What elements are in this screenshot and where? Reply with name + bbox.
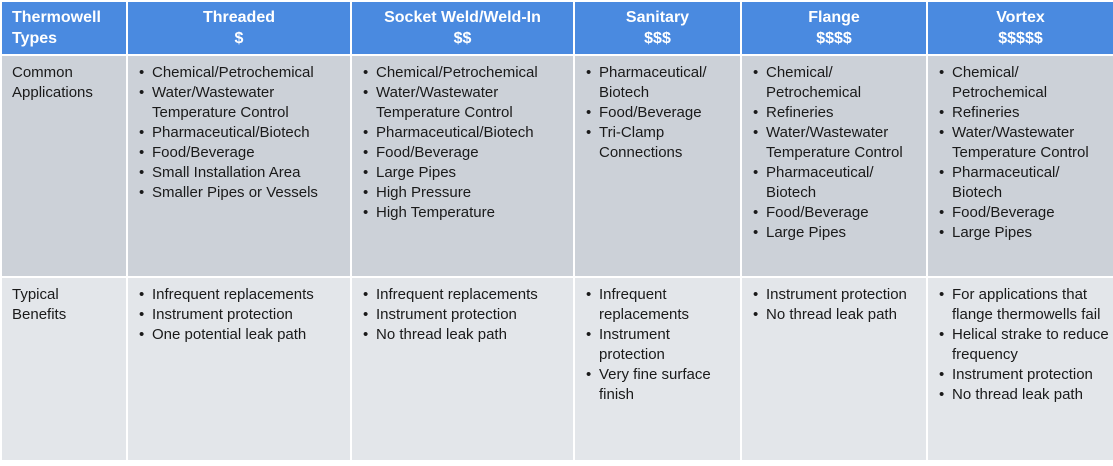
column-cost: $$$$$ (998, 30, 1043, 47)
applications-vortex-cell: Chemical/ PetrochemicalRefineriesWater/W… (928, 56, 1113, 276)
bullet-list: Pharmaceutical/ BiotechFood/BeverageTri-… (583, 63, 736, 163)
column-name: Vortex (996, 9, 1045, 26)
list-item: Instrument protection (583, 325, 736, 365)
bullet-list: Chemical/ PetrochemicalRefineriesWater/W… (750, 63, 922, 243)
bullet-list: Chemical/PetrochemicalWater/Wastewater T… (136, 63, 346, 203)
header-types-line2: Types (12, 30, 58, 47)
list-item: Pharmaceutical/Biotech (360, 123, 569, 143)
list-item: Chemical/Petrochemical (360, 63, 569, 83)
list-item: Refineries (750, 103, 922, 123)
list-item: No thread leak path (936, 385, 1109, 405)
list-item: Instrument protection (360, 305, 569, 325)
list-item: Instrument protection (750, 285, 922, 305)
benefits-sanitary-cell: Infrequent replacementsInstrument protec… (575, 278, 740, 460)
column-cost: $$$ (644, 30, 671, 47)
benefits-socket-weld-cell: Infrequent replacementsInstrument protec… (352, 278, 573, 460)
list-item: Food/Beverage (360, 143, 569, 163)
list-item: Infrequent replacements (583, 285, 736, 325)
list-item: Chemical/Petrochemical (136, 63, 346, 83)
bullet-list: Chemical/ PetrochemicalRefineriesWater/W… (936, 63, 1109, 243)
list-item: Smaller Pipes or Vessels (136, 183, 346, 203)
benefits-vortex-cell: For applications that flange thermowells… (928, 278, 1113, 460)
list-item: Water/Wastewater Temperature Control (360, 83, 569, 123)
list-item: Water/Wastewater Temperature Control (136, 83, 346, 123)
benefits-flange-cell: Instrument protectionNo thread leak path (742, 278, 926, 460)
list-item: Food/Beverage (936, 203, 1109, 223)
list-item: Water/Wastewater Temperature Control (750, 123, 922, 163)
list-item: Pharmaceutical/ Biotech (750, 163, 922, 203)
column-name: Threaded (202, 9, 275, 26)
list-item: Instrument protection (936, 365, 1109, 385)
list-item: Pharmaceutical/ Biotech (936, 163, 1109, 203)
row-label-line1: Typical (12, 286, 59, 303)
list-item: No thread leak path (750, 305, 922, 325)
row-label-line1: Common (12, 64, 73, 81)
list-item: Large Pipes (750, 223, 922, 243)
bullet-list: Instrument protectionNo thread leak path (750, 285, 922, 325)
list-item: Helical strake to reduce frequency (936, 325, 1109, 365)
applications-socket-weld-cell: Chemical/PetrochemicalWater/Wastewater T… (352, 56, 573, 276)
column-name: Flange (808, 9, 860, 26)
column-name: Socket Weld/Weld-In (384, 9, 541, 26)
header-sanitary: Sanitary $$$ (575, 2, 740, 54)
list-item: Refineries (936, 103, 1109, 123)
list-item: Large Pipes (360, 163, 569, 183)
header-flange: Flange $$$$ (742, 2, 926, 54)
list-item: Chemical/ Petrochemical (936, 63, 1109, 103)
column-cost: $ (234, 30, 244, 47)
benefits-threaded-cell: Infrequent replacementsInstrument protec… (128, 278, 350, 460)
applications-flange-cell: Chemical/ PetrochemicalRefineriesWater/W… (742, 56, 926, 276)
row-label-line2: Applications (12, 84, 93, 101)
header-socket-weld: Socket Weld/Weld-In $$ (352, 2, 573, 54)
column-cost: $$ (453, 30, 472, 47)
list-item: Food/Beverage (750, 203, 922, 223)
header-types-line1: Thermowell (12, 9, 101, 26)
list-item: High Pressure (360, 183, 569, 203)
list-item: Pharmaceutical/ Biotech (583, 63, 736, 103)
column-cost: $$$$ (816, 30, 852, 47)
list-item: Chemical/ Petrochemical (750, 63, 922, 103)
list-item: Water/Wastewater Temperature Control (936, 123, 1109, 163)
column-name: Sanitary (625, 9, 690, 26)
header-vortex: Vortex $$$$$ (928, 2, 1113, 54)
list-item: Food/Beverage (583, 103, 736, 123)
header-threaded: Threaded $ (128, 2, 350, 54)
list-item: Infrequent replacements (136, 285, 346, 305)
list-item: Tri-Clamp Connections (583, 123, 736, 163)
list-item: Very fine surface finish (583, 365, 736, 405)
list-item: For applications that flange thermowells… (936, 285, 1109, 325)
bullet-list: Infrequent replacementsInstrument protec… (360, 285, 569, 345)
bullet-list: Infrequent replacementsInstrument protec… (583, 285, 736, 405)
list-item: Instrument protection (136, 305, 346, 325)
applications-sanitary-cell: Pharmaceutical/ BiotechFood/BeverageTri-… (575, 56, 740, 276)
bullet-list: Chemical/PetrochemicalWater/Wastewater T… (360, 63, 569, 223)
list-item: Small Installation Area (136, 163, 346, 183)
bullet-list: Infrequent replacementsInstrument protec… (136, 285, 346, 345)
list-item: Infrequent replacements (360, 285, 569, 305)
row-label-line2: Benefits (12, 306, 67, 323)
list-item: One potential leak path (136, 325, 346, 345)
list-item: Large Pipes (936, 223, 1109, 243)
bullet-list: For applications that flange thermowells… (936, 285, 1109, 405)
list-item: Pharmaceutical/Biotech (136, 123, 346, 143)
applications-threaded-cell: Chemical/PetrochemicalWater/Wastewater T… (128, 56, 350, 276)
list-item: No thread leak path (360, 325, 569, 345)
list-item: Food/Beverage (136, 143, 346, 163)
list-item: High Temperature (360, 203, 569, 223)
